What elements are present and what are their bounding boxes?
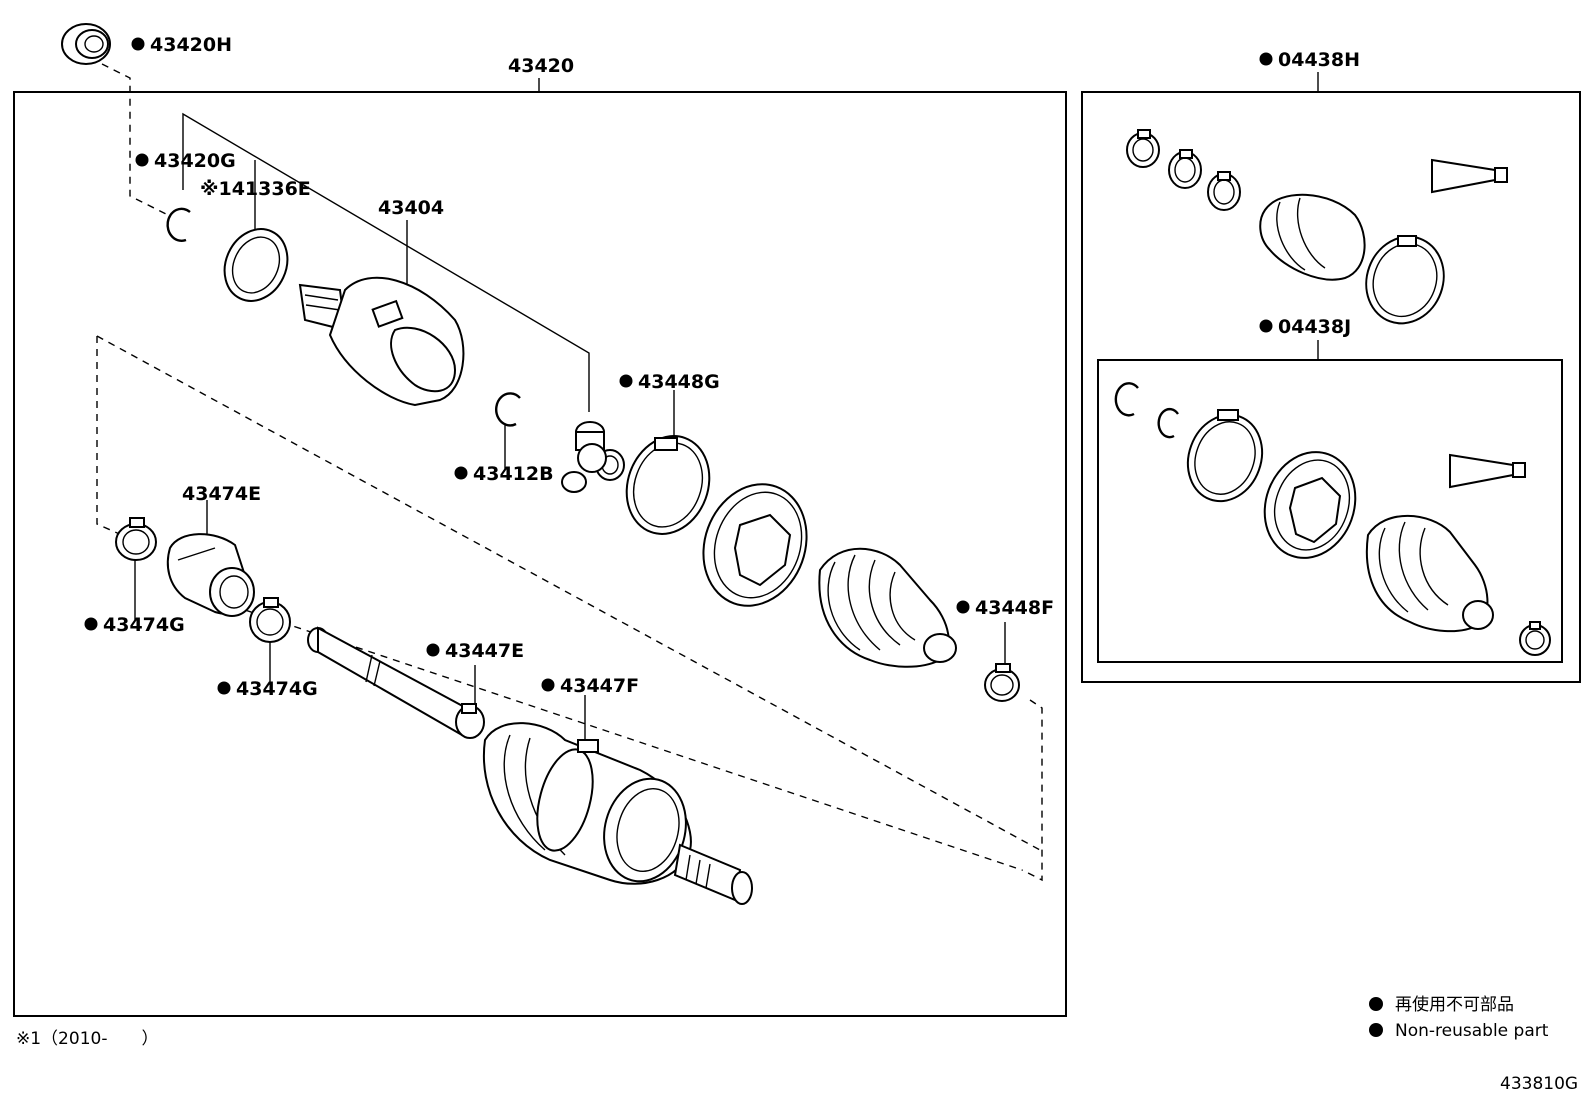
nonreusable-dot-icon: [217, 681, 231, 695]
kit-clamp-small-1: [1126, 129, 1160, 168]
legend-japanese: 再使用不可部品: [1395, 994, 1514, 1015]
drive-shaft: [307, 626, 485, 739]
boot-kit-frame-04438J: [1097, 359, 1563, 663]
nonreusable-dot-icon: [956, 600, 970, 614]
kit-boot-H: [1259, 193, 1366, 281]
label-04438J: 04438J: [1278, 316, 1351, 338]
label-assembly-43420: 43420: [508, 55, 574, 77]
nonreusable-dot-icon: [426, 643, 440, 657]
label-43412B: 43412B: [473, 463, 554, 485]
label-04438H: 04438H: [1278, 49, 1360, 71]
label-43474G-a: 43474G: [103, 614, 185, 636]
legend-english: Non-reusable part: [1395, 1021, 1549, 1041]
kit-clamp-small-J: [1519, 621, 1551, 656]
joint-housing-43404: [298, 276, 465, 407]
nonreusable-dot-icon: [619, 374, 633, 388]
dynamic-damper-43474E: [166, 533, 255, 617]
kit-grease-tube-J: [1449, 453, 1526, 489]
figure-code: 433810G: [1500, 1074, 1578, 1094]
legend-dot-icon: [1369, 1023, 1383, 1037]
kit-boot-ring-J: [1263, 451, 1357, 559]
label-43474G-b: 43474G: [236, 678, 318, 700]
footnote: ※1（2010- ）: [16, 1029, 158, 1049]
snap-ring-43412B: [495, 392, 521, 427]
label-43474E: 43474E: [182, 483, 261, 505]
nonreusable-dot-icon: [454, 466, 468, 480]
label-43420G: 43420G: [154, 150, 236, 172]
label-41336E: ※141336E: [200, 178, 311, 200]
nonreusable-dot-icon: [541, 678, 555, 692]
kit-bellows-boot-J: [1365, 514, 1494, 633]
clamp-43474G-a: [115, 517, 157, 561]
legend-dot-icon: [1369, 997, 1383, 1011]
nonreusable-dot-icon: [1259, 52, 1273, 66]
label-43447E: 43447E: [445, 640, 524, 662]
boot-clamp-43448G: [625, 435, 711, 535]
small-clamp-43448F: [984, 663, 1020, 702]
kit-grease-tube-H: [1431, 158, 1508, 194]
nonreusable-dot-icon: [1259, 319, 1273, 333]
bellows-boot: [818, 547, 957, 668]
kit-clamp-small-2: [1168, 149, 1202, 189]
inboard-boot-ring: [702, 483, 808, 607]
outboard-cv-joint: [482, 722, 753, 905]
bearing-41336E: [223, 228, 289, 302]
boot-kit-frame-04438H: [1081, 91, 1581, 683]
kit-clamp-large-H: [1365, 235, 1445, 325]
main-assembly-frame: [13, 91, 1067, 1017]
dust-seal-43420H: [61, 23, 111, 65]
label-43447F: 43447F: [560, 675, 639, 697]
label-43448F: 43448F: [975, 597, 1054, 619]
nonreusable-dot-icon: [131, 37, 145, 51]
kit-clamp-small-3: [1207, 171, 1241, 211]
snap-ring-43420G: [166, 207, 191, 242]
label-43448G: 43448G: [638, 371, 720, 393]
nonreusable-dot-icon: [84, 617, 98, 631]
nonreusable-dot-icon: [135, 153, 149, 167]
tripod-joint: [561, 421, 625, 493]
clamp-43474G-b: [249, 597, 291, 643]
kit-snap-ring-J-2: [1157, 407, 1179, 439]
kit-snap-ring-J-1: [1114, 382, 1139, 417]
label-43420H: 43420H: [150, 34, 232, 56]
label-43404: 43404: [378, 197, 444, 219]
kit-clamp-large-J: [1186, 409, 1264, 503]
